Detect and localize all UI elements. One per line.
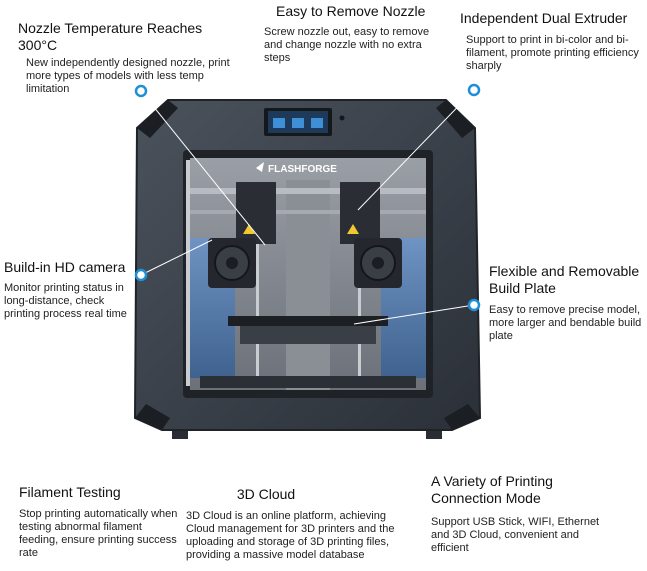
feature-title: Easy to Remove Nozzle <box>276 3 426 19</box>
z-rod-left <box>256 200 259 380</box>
corner-cap-tr <box>436 100 475 138</box>
callout-dot-nozzle-temp <box>134 84 148 98</box>
callout-line-build-plate <box>353 304 475 325</box>
feature-3d-cloud: 3D Cloud 3D Cloud is an online platform,… <box>186 486 408 562</box>
extruder-right <box>340 182 380 244</box>
feature-hd-camera: Build-in HD camera Monitor printing stat… <box>4 259 132 321</box>
feature-description: 3D Cloud is an online platform, achievin… <box>186 510 395 561</box>
build-plate-support <box>240 326 376 344</box>
feature-title: A Variety of Printing Connection Mode <box>431 473 553 506</box>
callout-dot-build-plate <box>467 298 481 312</box>
fan-hub-left <box>226 257 238 269</box>
callout-lines <box>140 89 475 325</box>
callout-line-dual-extruder <box>357 89 475 211</box>
feature-description: New independently designed nozzle, print… <box>26 57 230 95</box>
feature-title: Flexible and Removable Build Plate <box>489 263 640 296</box>
feature-description: Screw nozzle out, easy to remove and cha… <box>264 26 430 64</box>
door-hinge <box>186 160 190 386</box>
bottom-tray <box>200 376 416 388</box>
callout-line-nozzle-temp <box>140 90 266 246</box>
warning-label-left <box>243 224 255 234</box>
feature-title: Filament Testing <box>19 484 121 500</box>
feature-description: Support to print in bi-color and bi-fila… <box>466 34 639 72</box>
feature-title: Independent Dual Extruder <box>460 10 628 26</box>
callout-dot-dual-extruder <box>467 83 481 97</box>
screen-icon-1 <box>273 118 285 128</box>
build-plate <box>228 316 388 326</box>
feature-nozzle-temp: Nozzle Temperature Reaches 300°C New ind… <box>18 20 233 96</box>
corner-cap-tl <box>137 100 178 138</box>
feature-description: Monitor printing status in long-distance… <box>4 282 127 320</box>
rail-mid <box>190 210 426 214</box>
center-column <box>286 180 330 390</box>
power-button <box>339 115 345 121</box>
feature-filament-testing: Filament Testing Stop printing automatic… <box>19 484 179 560</box>
feature-title: Nozzle Temperature Reaches 300°C <box>18 20 203 53</box>
corner-cap-bl <box>135 404 170 430</box>
fan-hub-right <box>372 257 384 269</box>
screen-icon-3 <box>311 118 323 128</box>
callout-line-hd-camera <box>140 239 213 276</box>
feature-dual-extruder: Independent Dual Extruder Support to pri… <box>460 10 645 73</box>
screen-icon-2 <box>292 118 304 128</box>
callout-dots <box>134 83 481 312</box>
flashforge-logo-mark <box>256 162 264 172</box>
feature-description: Easy to remove precise model, more large… <box>489 304 642 342</box>
feature-build-plate: Flexible and Removable Build Plate Easy … <box>489 263 645 343</box>
feature-title: 3D Cloud <box>236 486 296 502</box>
feature-title: Build-in HD camera <box>4 259 126 275</box>
rail-top <box>190 188 426 194</box>
feature-connection-mode: A Variety of Printing Connection Mode Su… <box>431 473 611 555</box>
warning-label-right <box>347 224 359 234</box>
feature-easy-remove: Easy to Remove Nozzle Screw nozzle out, … <box>264 3 444 65</box>
feature-description: Stop printing automatically when testing… <box>19 508 178 559</box>
brand-logo: FLASHFORGE <box>268 164 337 175</box>
corner-cap-br <box>444 404 480 430</box>
extruder-left <box>236 182 276 244</box>
z-rod-right <box>358 200 361 380</box>
feature-description: Support USB Stick, WIFI, Ethernet and 3D… <box>431 516 600 554</box>
callout-dot-hd-camera <box>134 268 148 282</box>
